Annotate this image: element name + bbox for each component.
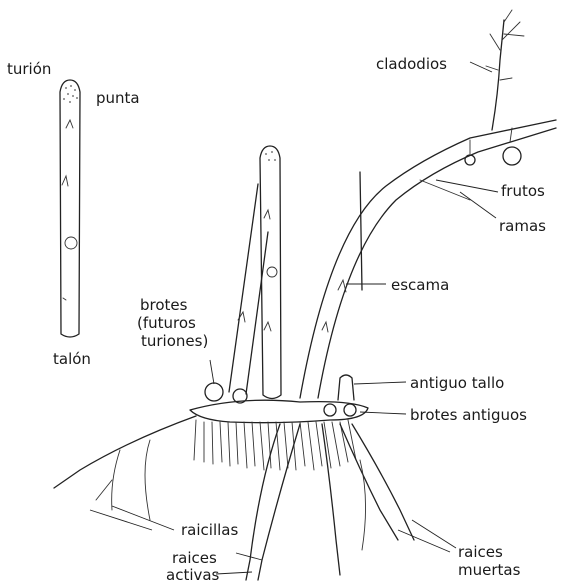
label-raices-activas-2: activas [166, 566, 220, 583]
label-raices-muertas-1: raices [458, 543, 503, 561]
label-brotes-antiguos: brotes antiguos [410, 406, 527, 424]
label-raicillas: raicillas [181, 521, 238, 539]
fruits [465, 147, 521, 165]
label-brotes-1: brotes [140, 296, 188, 314]
label-ramas: ramas [499, 217, 546, 235]
label-raices-activas-1: raices [172, 549, 217, 567]
label-cladodios: cladodios [376, 55, 447, 73]
label-escama: escama [391, 276, 449, 294]
label-brotes-3: turiones) [141, 332, 208, 350]
old-stem-stub [338, 375, 354, 400]
dead-roots [322, 424, 414, 575]
label-frutos: frutos [501, 182, 545, 200]
label-talon: talón [53, 350, 91, 368]
label-raices-muertas-2: muertas [458, 561, 521, 579]
label-punta: punta [96, 89, 140, 107]
label-brotes-2: (futuros [137, 314, 196, 332]
label-antiguo-tallo: antiguo tallo [410, 374, 504, 392]
turion-spear [60, 80, 80, 337]
label-turion: turión [7, 60, 51, 78]
